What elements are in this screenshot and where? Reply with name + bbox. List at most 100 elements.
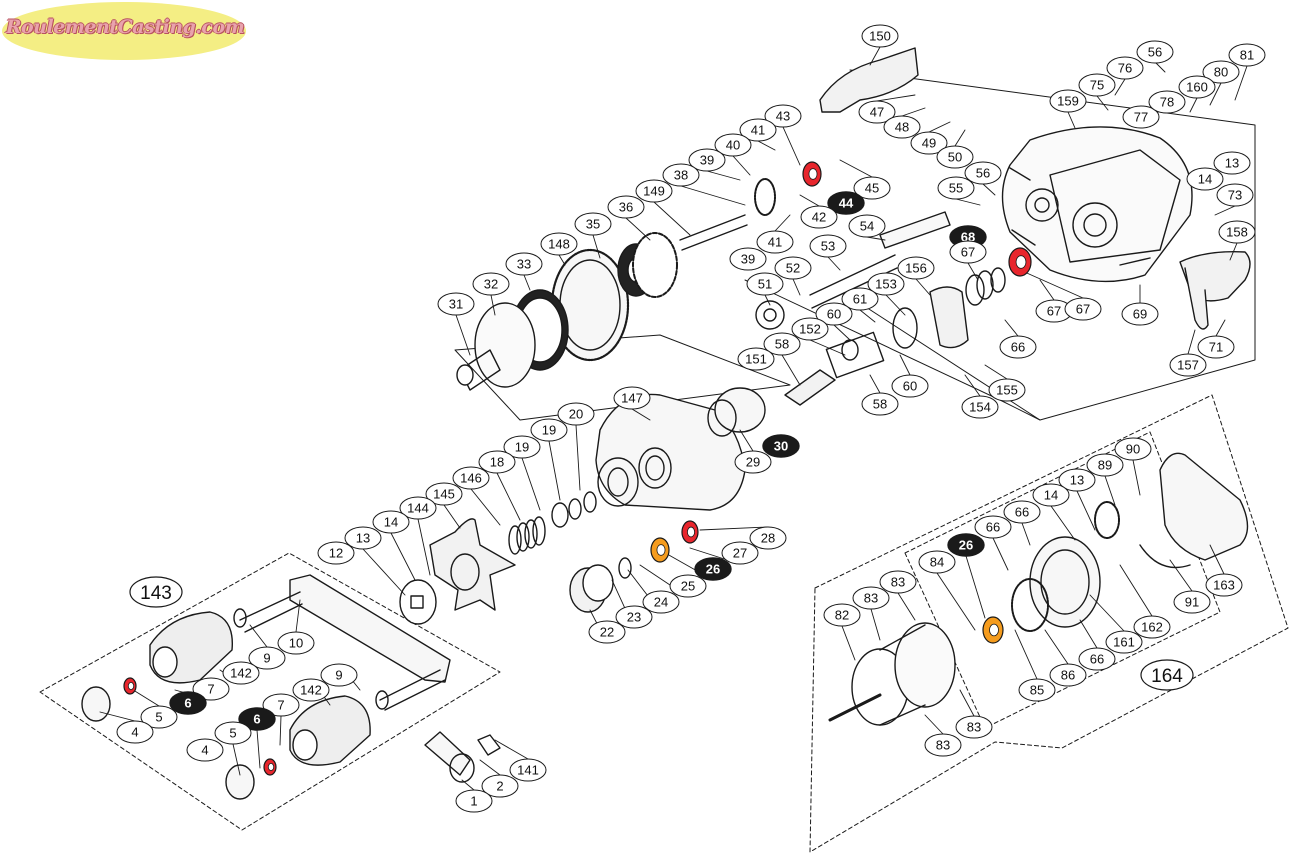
callout-14[interactable]: 14 xyxy=(1032,483,1070,507)
callout-13[interactable]: 13 xyxy=(1213,151,1251,175)
callout-67[interactable]: 67 xyxy=(1064,297,1102,321)
callout-50[interactable]: 50 xyxy=(936,145,974,169)
callout-83[interactable]: 83 xyxy=(924,733,962,757)
callout-149[interactable]: 149 xyxy=(635,179,673,203)
callout-144[interactable]: 144 xyxy=(399,496,437,520)
callout-5[interactable]: 5 xyxy=(214,721,252,745)
callout-55[interactable]: 55 xyxy=(937,176,975,200)
callout-36[interactable]: 36 xyxy=(607,195,645,219)
callout-7[interactable]: 7 xyxy=(192,677,230,701)
callout-22[interactable]: 22 xyxy=(588,620,626,644)
callout-146[interactable]: 146 xyxy=(452,466,490,490)
callout-163[interactable]: 163 xyxy=(1205,573,1243,597)
callout-162[interactable]: 162 xyxy=(1133,615,1171,639)
callout-83[interactable]: 83 xyxy=(955,715,993,739)
callout-90[interactable]: 90 xyxy=(1114,437,1152,461)
callout-67[interactable]: 67 xyxy=(949,240,987,264)
callout-145[interactable]: 145 xyxy=(425,482,463,506)
callout-150[interactable]: 150 xyxy=(861,24,899,48)
callout-58[interactable]: 58 xyxy=(763,332,801,356)
callout-2[interactable]: 2 xyxy=(481,774,519,798)
brand-logo[interactable]: RoulementCasting.com xyxy=(0,0,250,64)
callout-35[interactable]: 35 xyxy=(574,212,612,236)
callout-48[interactable]: 48 xyxy=(883,115,921,139)
callout-75[interactable]: 75 xyxy=(1078,73,1116,97)
callout-39[interactable]: 39 xyxy=(729,247,767,271)
callout-26[interactable]: 26 xyxy=(694,557,732,581)
callout-28[interactable]: 28 xyxy=(749,526,787,550)
callout-152[interactable]: 152 xyxy=(791,317,829,341)
callout-42[interactable]: 42 xyxy=(800,205,838,229)
callout-45[interactable]: 45 xyxy=(853,176,891,200)
callout-14[interactable]: 14 xyxy=(1186,167,1224,191)
callout-20[interactable]: 20 xyxy=(557,402,595,426)
callout-47[interactable]: 47 xyxy=(858,100,896,124)
callout-84[interactable]: 84 xyxy=(918,550,956,574)
callout-160[interactable]: 160 xyxy=(1178,75,1216,99)
callout-52[interactable]: 52 xyxy=(774,256,812,280)
callout-32[interactable]: 32 xyxy=(472,272,510,296)
callout-19[interactable]: 19 xyxy=(503,435,541,459)
callout-41[interactable]: 41 xyxy=(756,230,794,254)
callout-18[interactable]: 18 xyxy=(478,450,516,474)
callout-30[interactable]: 30 xyxy=(762,434,800,458)
callout-83[interactable]: 83 xyxy=(852,586,890,610)
callout-40[interactable]: 40 xyxy=(714,133,752,157)
callout-153[interactable]: 153 xyxy=(867,272,905,296)
callout-155[interactable]: 155 xyxy=(988,378,1026,402)
callout-1[interactable]: 1 xyxy=(455,789,493,813)
callout-77[interactable]: 77 xyxy=(1122,105,1160,129)
callout-85[interactable]: 85 xyxy=(1018,678,1056,702)
callout-56[interactable]: 56 xyxy=(1136,40,1174,64)
callout-39[interactable]: 39 xyxy=(688,148,726,172)
callout-91[interactable]: 91 xyxy=(1173,590,1211,614)
callout-4[interactable]: 4 xyxy=(116,720,154,744)
callout-60[interactable]: 60 xyxy=(815,302,853,326)
callout-49[interactable]: 49 xyxy=(910,131,948,155)
callout-38[interactable]: 38 xyxy=(662,163,700,187)
callout-151[interactable]: 151 xyxy=(737,347,775,371)
callout-33[interactable]: 33 xyxy=(505,252,543,276)
group-label-143[interactable]: 143 xyxy=(129,576,183,608)
callout-24[interactable]: 24 xyxy=(642,590,680,614)
callout-66[interactable]: 66 xyxy=(1078,647,1116,671)
callout-26[interactable]: 26 xyxy=(947,533,985,557)
callout-73[interactable]: 73 xyxy=(1216,183,1254,207)
callout-25[interactable]: 25 xyxy=(669,574,707,598)
callout-161[interactable]: 161 xyxy=(1105,630,1143,654)
callout-66[interactable]: 66 xyxy=(999,335,1037,359)
callout-12[interactable]: 12 xyxy=(317,541,355,565)
callout-141[interactable]: 141 xyxy=(509,758,547,782)
callout-10[interactable]: 10 xyxy=(277,631,315,655)
callout-56[interactable]: 56 xyxy=(964,161,1002,185)
callout-5[interactable]: 5 xyxy=(140,705,178,729)
callout-7[interactable]: 7 xyxy=(262,693,300,717)
callout-19[interactable]: 19 xyxy=(530,418,568,442)
callout-71[interactable]: 71 xyxy=(1197,335,1235,359)
callout-13[interactable]: 13 xyxy=(1058,468,1096,492)
callout-148[interactable]: 148 xyxy=(540,232,578,256)
callout-9[interactable]: 9 xyxy=(248,646,286,670)
callout-89[interactable]: 89 xyxy=(1086,453,1124,477)
callout-29[interactable]: 29 xyxy=(734,450,772,474)
callout-23[interactable]: 23 xyxy=(615,605,653,629)
callout-9[interactable]: 9 xyxy=(320,663,358,687)
callout-61[interactable]: 61 xyxy=(841,287,879,311)
callout-156[interactable]: 156 xyxy=(897,256,935,280)
callout-158[interactable]: 158 xyxy=(1218,220,1256,244)
callout-53[interactable]: 53 xyxy=(809,234,847,258)
callout-13[interactable]: 13 xyxy=(344,526,382,550)
callout-60[interactable]: 60 xyxy=(891,374,929,398)
callout-66[interactable]: 66 xyxy=(1003,500,1041,524)
callout-58[interactable]: 58 xyxy=(861,392,899,416)
callout-157[interactable]: 157 xyxy=(1169,353,1207,377)
callout-51[interactable]: 51 xyxy=(746,272,784,296)
callout-159[interactable]: 159 xyxy=(1049,89,1087,113)
callout-27[interactable]: 27 xyxy=(721,541,759,565)
callout-147[interactable]: 147 xyxy=(613,386,651,410)
callout-142[interactable]: 142 xyxy=(292,678,330,702)
group-label-164[interactable]: 164 xyxy=(1140,659,1194,691)
callout-41[interactable]: 41 xyxy=(739,118,777,142)
callout-69[interactable]: 69 xyxy=(1121,302,1159,326)
callout-31[interactable]: 31 xyxy=(437,292,475,316)
